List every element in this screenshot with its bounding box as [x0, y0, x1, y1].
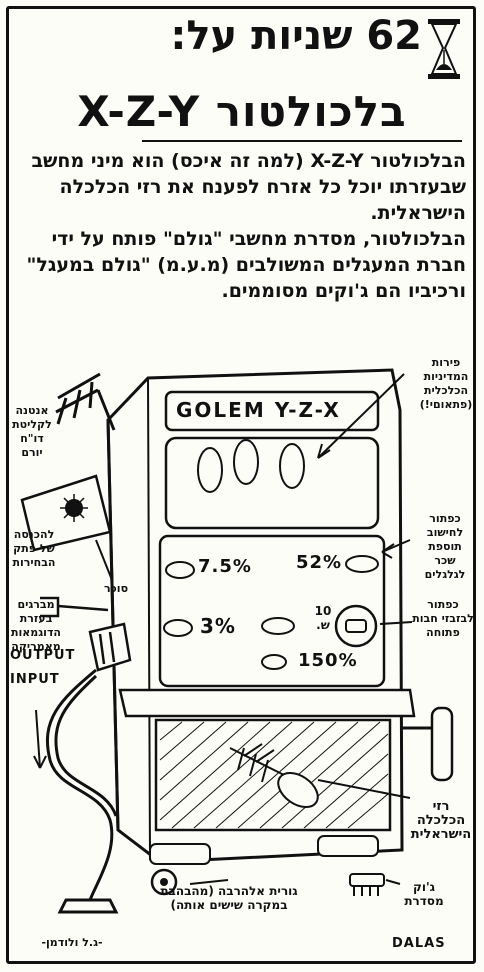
brand-label: GOLEM Y-Z-X [176, 398, 341, 422]
title-line-1: 62 שניות על: [170, 13, 422, 59]
input-hose-icon [45, 668, 119, 914]
fruit-window [164, 436, 380, 530]
button-knob[interactable] [261, 654, 287, 670]
wheel-note: גורית אלהרבה (מהבהבת במקרה שישים אותה) [160, 884, 298, 912]
button-label-1: 7.5% [198, 556, 252, 577]
button-knob[interactable] [163, 619, 193, 637]
title-underline [142, 140, 462, 142]
button-panel [158, 534, 386, 688]
output-nozzle-icon [88, 622, 132, 672]
intro-text: הבלכולטור X-Z-Y (למה זה איכס) הוא מיני מ… [20, 148, 467, 304]
hourglass-icon [428, 19, 460, 79]
ballot-slot-icon [20, 474, 113, 581]
signature: -ג.ל ולודמן- [41, 936, 103, 949]
cranks-note: מברגים בעזרת הדוגמאות מאמריקה [11, 598, 61, 653]
machine-base [317, 835, 379, 857]
input-label: INPUT [10, 672, 60, 687]
button-note: כפתור לחישוב תוספת שכר לגלגלים [424, 512, 466, 581]
fruit-icon [197, 447, 223, 493]
fish-skeleton-icon [229, 743, 319, 809]
dial-label: 10 ש. [314, 604, 332, 632]
roaches-note: רזי הכלכלה הישראלית [410, 799, 472, 842]
fruits-note: פירות המדיניות הכלכלית (פתאוםי!) [419, 356, 473, 411]
fruit-icon [279, 443, 305, 489]
cockroach-icon [349, 873, 385, 896]
button-knob[interactable] [165, 561, 195, 579]
comic-frame [6, 6, 476, 964]
annotation-arrows [33, 373, 413, 885]
side-crank-icon [40, 596, 109, 618]
machine-base [149, 843, 211, 865]
window-hatching [159, 721, 389, 829]
output-label: OUTPUT [10, 648, 76, 663]
crank-handle[interactable] [430, 706, 454, 782]
title-line-2: בלכולטור X-Z-Y [77, 87, 407, 136]
button-knob[interactable] [345, 555, 379, 573]
slot-note: להכנסה של פתק הבחירות [12, 528, 56, 569]
button-knob[interactable] [261, 617, 295, 635]
button-label-2: 52% [296, 552, 343, 573]
antenna-note: אנטנה לקליטת דו"ח יורם [12, 404, 52, 459]
button-label-4: 150% [298, 650, 358, 671]
cockroach-note: ג'וק מסדרת [404, 880, 444, 908]
cockroach-brand: DALAS [392, 936, 446, 951]
intro-paragraph-1: הבלכולטור X-Z-Y (למה זה איכס) הוא מיני מ… [31, 150, 466, 224]
roller-bar [118, 688, 416, 718]
dial-note: כפתור לבזבזי חבות פתוחה [412, 598, 474, 639]
brand-panel [164, 390, 380, 432]
intro-paragraph-2: הבלכולטור, מסדרת מחשבי "גולם" פותח על יד… [26, 228, 467, 302]
button-label-3: 3% [200, 614, 236, 638]
sugar-note: סוכר [103, 582, 129, 595]
fruit-icon [233, 439, 259, 485]
roach-window [154, 718, 392, 832]
dial-knob[interactable] [334, 604, 378, 648]
antenna-icon [55, 372, 116, 431]
